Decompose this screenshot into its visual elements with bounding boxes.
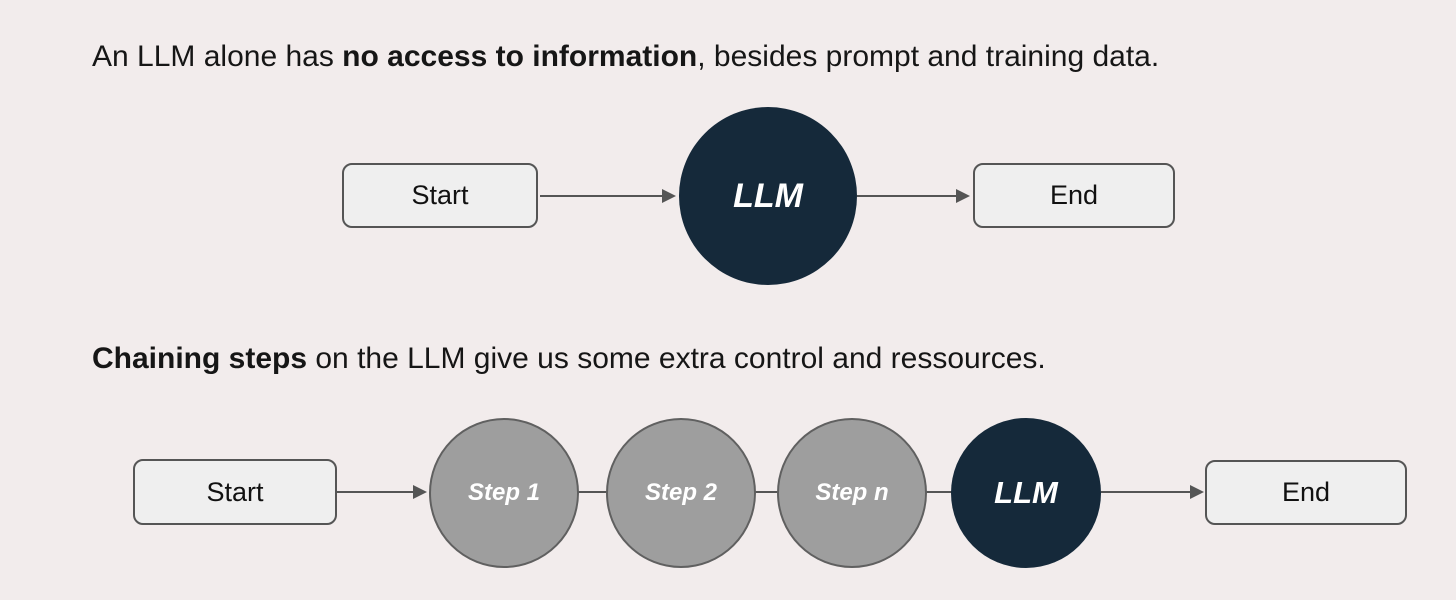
node-llm-2-label: LLM bbox=[994, 475, 1058, 510]
connector-steps-chain bbox=[500, 491, 1030, 493]
caption-text-bold: no access to information bbox=[342, 40, 698, 73]
arrowhead-icon bbox=[956, 189, 970, 203]
node-step-n-label: Step n bbox=[815, 479, 889, 506]
caption-text-post: , besides prompt and training data. bbox=[697, 40, 1160, 73]
connector-start-to-llm bbox=[540, 195, 672, 197]
node-start-2: Start bbox=[133, 459, 337, 525]
node-end-1-label: End bbox=[1049, 180, 1099, 210]
arrowhead-icon bbox=[662, 189, 676, 203]
arrowhead-icon bbox=[1190, 485, 1204, 499]
node-step-1-label: Step 1 bbox=[467, 479, 541, 506]
node-start-1-label: Start bbox=[411, 180, 469, 210]
node-end-2: End bbox=[1205, 460, 1407, 525]
connector-llm-to-end bbox=[857, 195, 959, 197]
node-step-1: Step 1 bbox=[429, 418, 579, 568]
node-step-2-label: Step 2 bbox=[644, 479, 718, 506]
node-start-2-label: Start bbox=[206, 476, 264, 507]
node-end-1: End bbox=[973, 163, 1175, 228]
connector-llm-to-end bbox=[1101, 491, 1193, 493]
node-step-n: Step n bbox=[777, 418, 927, 568]
connector-start-to-step1 bbox=[337, 491, 421, 493]
caption-llm-alone: An LLM alone has no access to informatio… bbox=[92, 38, 1159, 76]
node-step-2: Step 2 bbox=[606, 418, 756, 568]
node-llm-1: LLM bbox=[679, 107, 857, 285]
node-start-1: Start bbox=[342, 163, 538, 228]
arrowhead-icon bbox=[413, 485, 427, 499]
caption-text-bold: Chaining steps bbox=[92, 342, 308, 375]
caption-text-pre: An LLM alone has bbox=[92, 40, 343, 73]
node-llm-1-label: LLM bbox=[733, 176, 803, 215]
node-llm-2: LLM bbox=[951, 418, 1101, 568]
caption-text-post: on the LLM give us some extra control an… bbox=[307, 342, 1046, 375]
node-end-2-label: End bbox=[1281, 477, 1331, 507]
caption-chaining-steps: Chaining steps on the LLM give us some e… bbox=[92, 340, 1046, 378]
